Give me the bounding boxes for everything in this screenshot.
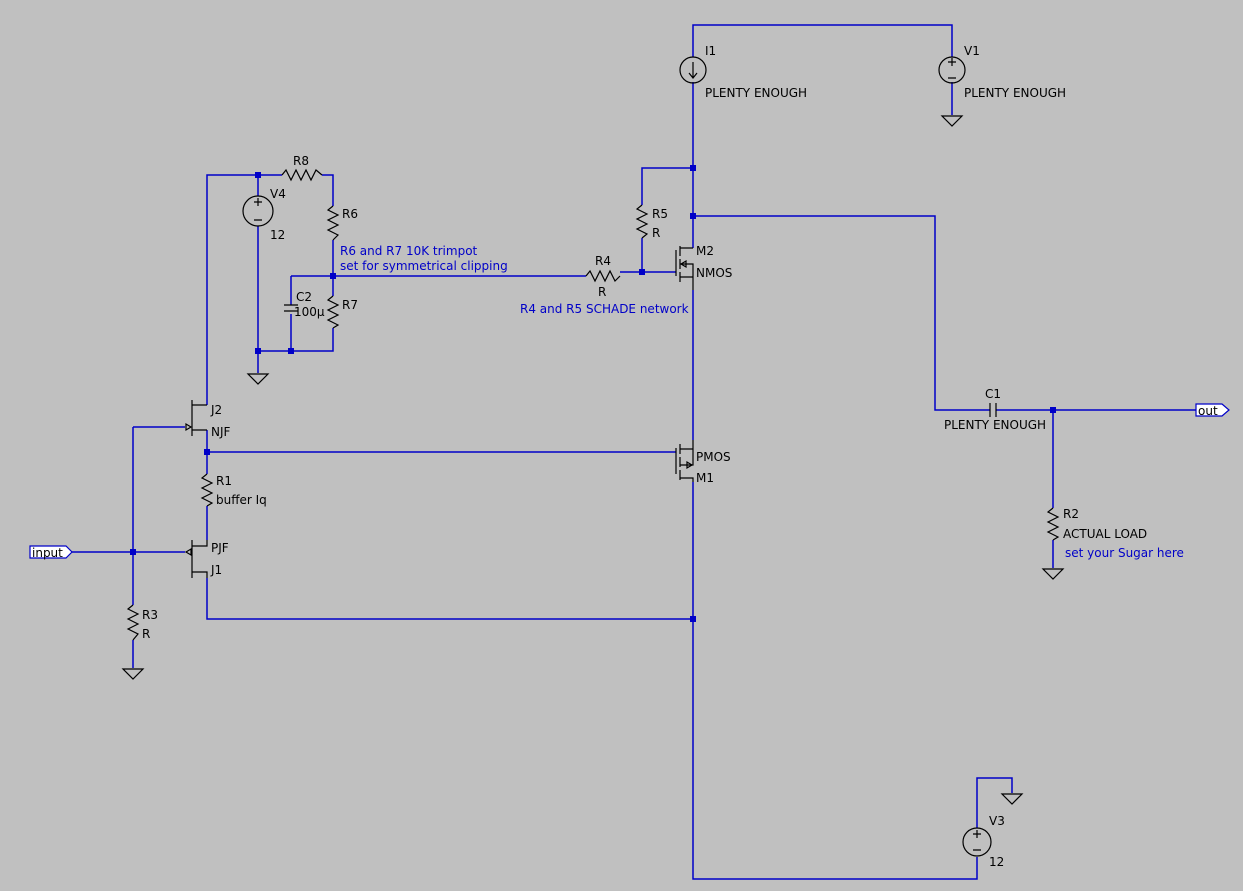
m1-value: PMOS (696, 450, 731, 464)
r7-name: R7 (342, 298, 358, 312)
i1-value: PLENTY ENOUGH (705, 86, 807, 100)
input-port[interactable]: input (29, 545, 73, 560)
resistor-r7[interactable]: R7 (326, 295, 358, 329)
annotations: R6 and R7 10K trimpot set for symmetrica… (340, 244, 1184, 560)
r8-name: R8 (293, 154, 309, 168)
c1-value: PLENTY ENOUGH (944, 418, 1046, 432)
r2-value: ACTUAL LOAD (1063, 527, 1147, 541)
resistor-r4[interactable]: R4 R (585, 254, 621, 299)
r1-name: R1 (216, 474, 232, 488)
v1-value: PLENTY ENOUGH (964, 86, 1066, 100)
wires (72, 24, 1196, 880)
r3-name: R3 (142, 608, 158, 622)
ground-symbol (246, 373, 270, 385)
capacitor-c1[interactable]: C1 PLENTY ENOUGH (944, 387, 1046, 432)
m2-value: NMOS (696, 266, 732, 280)
r4-name: R4 (595, 254, 611, 268)
sugar-note: set your Sugar here (1065, 546, 1184, 560)
output-port[interactable]: out (1195, 403, 1230, 418)
resistor-r3[interactable]: R3 R (121, 604, 158, 680)
r5-name: R5 (652, 207, 668, 221)
r4-value: R (598, 285, 606, 299)
c2-value: 100µ (294, 305, 325, 319)
pjfet-j1[interactable]: PJF J1 (184, 540, 229, 578)
r1-value: buffer Iq (216, 493, 267, 507)
j1-value: PJF (211, 541, 229, 555)
j2-value: NJF (211, 425, 231, 439)
nmos-m2[interactable]: M2 NMOS (675, 244, 732, 290)
r2-name: R2 (1063, 507, 1079, 521)
resistor-r6[interactable]: R6 (326, 205, 358, 241)
resistor-r5[interactable]: R5 R (635, 204, 668, 240)
j1-name: J1 (210, 563, 222, 577)
voltage-source-v1[interactable]: V1 PLENTY ENOUGH (938, 44, 1066, 127)
r6-name: R6 (342, 207, 358, 221)
njfet-j2[interactable]: J2 NJF (185, 400, 231, 439)
i1-name: I1 (705, 44, 716, 58)
r5-value: R (652, 226, 660, 240)
resistor-r1[interactable]: R1 buffer Iq (200, 473, 267, 507)
m2-name: M2 (696, 244, 714, 258)
trimpot-note-line2: set for symmetrical clipping (340, 259, 508, 273)
c2-name: C2 (296, 290, 312, 304)
m1-name: M1 (696, 471, 714, 485)
schade-note: R4 and R5 SCHADE network (520, 302, 689, 316)
v4-name: V4 (270, 187, 286, 201)
v4-value: 12 (270, 228, 285, 242)
trimpot-note-line1: R6 and R7 10K trimpot (340, 244, 478, 258)
input-label: input (32, 546, 63, 560)
out-label: out (1198, 404, 1218, 418)
j2-name: J2 (210, 403, 222, 417)
v3-name: V3 (989, 814, 1005, 828)
junction-dots (130, 165, 1056, 622)
current-source-i1[interactable]: I1 PLENTY ENOUGH (679, 44, 807, 100)
voltage-source-v3[interactable]: V3 12 (962, 793, 1024, 869)
v3-value: 12 (989, 855, 1004, 869)
voltage-source-v4[interactable]: V4 12 (242, 187, 286, 242)
pmos-m1[interactable]: PMOS M1 (675, 440, 731, 485)
v1-name: V1 (964, 44, 980, 58)
capacitor-c2[interactable]: C2 100µ (284, 290, 325, 319)
resistor-r2[interactable]: R2 ACTUAL LOAD (1041, 507, 1147, 580)
c1-name: C1 (985, 387, 1001, 401)
r3-value: R (142, 627, 150, 641)
resistor-r8[interactable]: R8 (281, 154, 323, 182)
